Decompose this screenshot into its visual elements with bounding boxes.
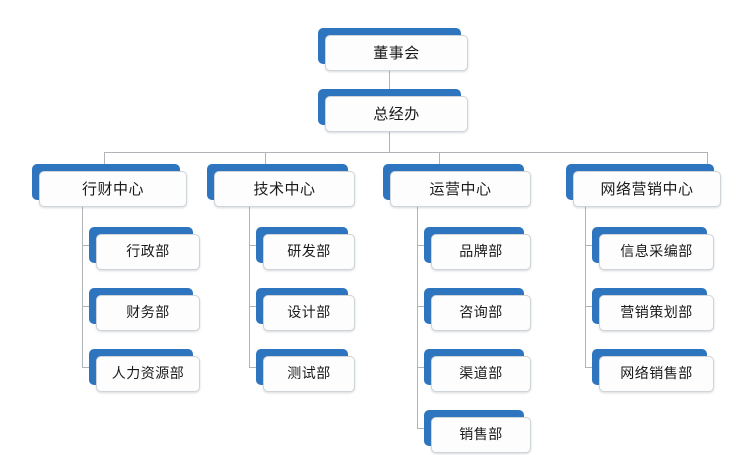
node-face: 行财中心	[39, 171, 187, 207]
connector-bus-to-center-3	[439, 152, 440, 164]
node-brand-dept[interactable]: 品牌部	[424, 227, 531, 270]
node-finance-dept[interactable]: 财务部	[89, 288, 200, 331]
connector-spine-center-1	[82, 202, 83, 368]
node-face: 设计部	[263, 295, 355, 331]
node-board[interactable]: 董事会	[318, 28, 468, 71]
node-admin-dept[interactable]: 行政部	[89, 227, 200, 270]
node-face: 网络销售部	[599, 356, 714, 392]
node-label: 行财中心	[81, 179, 144, 198]
node-label: 研发部	[287, 244, 331, 260]
node-face: 运营中心	[390, 171, 531, 207]
node-online-sales-dept[interactable]: 网络销售部	[592, 349, 714, 392]
node-label: 董事会	[373, 43, 420, 62]
node-label: 品牌部	[459, 244, 503, 260]
connector-board-to-gm	[389, 70, 390, 89]
connector-bus-to-center-4	[707, 152, 708, 164]
node-label: 财务部	[126, 305, 170, 321]
node-sales-dept[interactable]: 销售部	[424, 410, 531, 453]
node-face: 财务部	[96, 295, 200, 331]
connector-centers-bus	[104, 152, 707, 153]
node-face: 行政部	[96, 234, 200, 270]
node-consulting-dept[interactable]: 咨询部	[424, 288, 531, 331]
node-label: 人力资源部	[111, 366, 185, 382]
node-label: 运营中心	[429, 179, 492, 198]
node-label: 销售部	[459, 427, 503, 443]
node-gm-office[interactable]: 总经办	[318, 89, 468, 132]
node-face: 总经办	[325, 96, 468, 132]
connector-spine-center-4	[585, 202, 586, 368]
node-face: 渠道部	[431, 356, 531, 392]
node-label: 总经办	[373, 104, 420, 123]
node-design-dept[interactable]: 设计部	[256, 288, 355, 331]
connector-gm-drop	[389, 131, 390, 153]
node-label: 行政部	[126, 244, 170, 260]
node-label: 渠道部	[459, 366, 503, 382]
node-operations-center[interactable]: 运营中心	[383, 164, 531, 207]
node-face: 人力资源部	[96, 356, 200, 392]
node-technology-center[interactable]: 技术中心	[207, 164, 355, 207]
node-face: 测试部	[263, 356, 355, 392]
node-face: 营销策划部	[599, 295, 714, 331]
node-label: 营销策划部	[620, 305, 693, 321]
node-admin-finance-center[interactable]: 行财中心	[32, 164, 187, 207]
node-label: 技术中心	[253, 179, 316, 198]
node-face: 销售部	[431, 417, 531, 453]
node-face: 品牌部	[431, 234, 531, 270]
node-face: 技术中心	[214, 171, 355, 207]
node-label: 设计部	[287, 305, 331, 321]
node-test-dept[interactable]: 测试部	[256, 349, 355, 392]
node-label: 网络销售部	[620, 366, 693, 382]
connector-bus-to-center-2	[265, 152, 266, 164]
node-hr-dept[interactable]: 人力资源部	[89, 349, 200, 392]
node-channel-dept[interactable]: 渠道部	[424, 349, 531, 392]
node-face: 网络营销中心	[573, 171, 721, 207]
node-face: 信息采编部	[599, 234, 714, 270]
node-label: 网络营销中心	[600, 179, 694, 198]
node-label: 咨询部	[459, 305, 503, 321]
node-face: 咨询部	[431, 295, 531, 331]
node-info-editing-dept[interactable]: 信息采编部	[592, 227, 714, 270]
node-label: 信息采编部	[620, 244, 693, 260]
connector-bus-to-center-1	[104, 152, 105, 164]
node-face: 董事会	[325, 35, 468, 71]
connector-spine-center-3	[417, 202, 418, 429]
node-label: 测试部	[287, 366, 331, 382]
connector-spine-center-2	[249, 202, 250, 368]
node-rd-dept[interactable]: 研发部	[256, 227, 355, 270]
node-network-marketing-center[interactable]: 网络营销中心	[566, 164, 721, 207]
node-face: 研发部	[263, 234, 355, 270]
node-marketing-planning-dept[interactable]: 营销策划部	[592, 288, 714, 331]
